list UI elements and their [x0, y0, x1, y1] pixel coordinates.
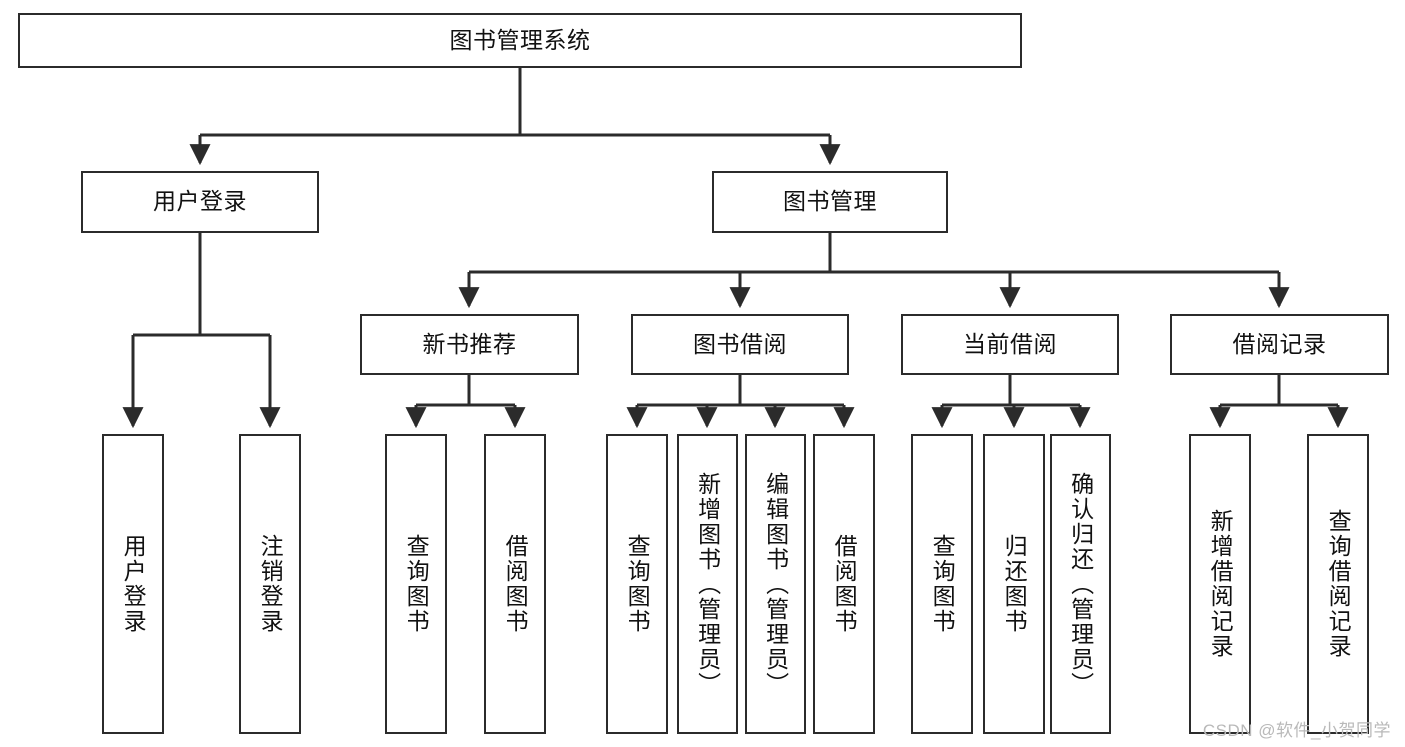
node-root-system[interactable]: 图书管理系统 [18, 13, 1022, 68]
edge-newbook-to-leaves [405, 375, 526, 429]
leaf-query-book-current[interactable]: 查询图书 [911, 434, 973, 734]
node-label: 注销登录 [257, 534, 284, 634]
node-label: 新增借阅记录 [1207, 509, 1234, 659]
node-label: 查询借阅记录 [1325, 509, 1352, 659]
leaf-borrow-book[interactable]: 借阅图书 [813, 434, 875, 734]
node-book-borrow[interactable]: 图书借阅 [631, 314, 849, 375]
leaf-query-book-borrow[interactable]: 查询图书 [606, 434, 668, 734]
node-label: 图书借阅 [693, 330, 787, 357]
edge-root-to-level2 [189, 68, 841, 166]
node-label: 新书推荐 [422, 330, 517, 357]
node-label: 编辑图书（管理员） [762, 471, 789, 697]
node-label: 用户登录 [120, 534, 147, 634]
node-current-borrow[interactable]: 当前借阅 [901, 314, 1119, 375]
leaf-logout[interactable]: 注销登录 [239, 434, 301, 734]
node-label: 确认归还（管理员） [1067, 471, 1094, 697]
node-label: 归还图书 [1001, 534, 1028, 634]
node-label: 图书管理系统 [449, 26, 591, 53]
node-label: 用户登录 [153, 188, 247, 215]
node-new-book-recommend[interactable]: 新书推荐 [360, 314, 579, 375]
node-label: 借阅图书 [831, 534, 858, 634]
edge-bookmgmt-to-level3 [458, 233, 1290, 309]
node-label: 借阅图书 [502, 534, 529, 634]
edge-userlogin-to-leaves [122, 233, 281, 429]
node-label: 查询图书 [624, 534, 651, 634]
node-label: 借阅记录 [1232, 330, 1327, 357]
node-label: 图书管理 [783, 188, 877, 215]
node-user-login[interactable]: 用户登录 [81, 171, 319, 233]
edge-record-to-leaves [1209, 375, 1349, 429]
leaf-add-borrow-record[interactable]: 新增借阅记录 [1189, 434, 1251, 734]
node-borrow-record[interactable]: 借阅记录 [1170, 314, 1389, 375]
edge-borrow-to-leaves [626, 375, 855, 429]
leaf-confirm-return-admin[interactable]: 确认归还（管理员） [1050, 434, 1111, 734]
leaf-query-borrow-record[interactable]: 查询借阅记录 [1307, 434, 1369, 734]
leaf-borrow-book-recommend[interactable]: 借阅图书 [484, 434, 546, 734]
node-label: 新增图书（管理员） [694, 471, 721, 697]
leaf-edit-book-admin[interactable]: 编辑图书（管理员） [745, 434, 806, 734]
leaf-add-book-admin[interactable]: 新增图书（管理员） [677, 434, 738, 734]
edge-current-to-leaves [931, 375, 1091, 429]
node-label: 查询图书 [929, 534, 956, 634]
leaf-query-book-recommend[interactable]: 查询图书 [385, 434, 447, 734]
node-book-management[interactable]: 图书管理 [712, 171, 948, 233]
leaf-return-book[interactable]: 归还图书 [983, 434, 1045, 734]
node-label: 当前借阅 [963, 330, 1057, 357]
node-label: 查询图书 [403, 534, 430, 634]
leaf-user-login[interactable]: 用户登录 [102, 434, 164, 734]
